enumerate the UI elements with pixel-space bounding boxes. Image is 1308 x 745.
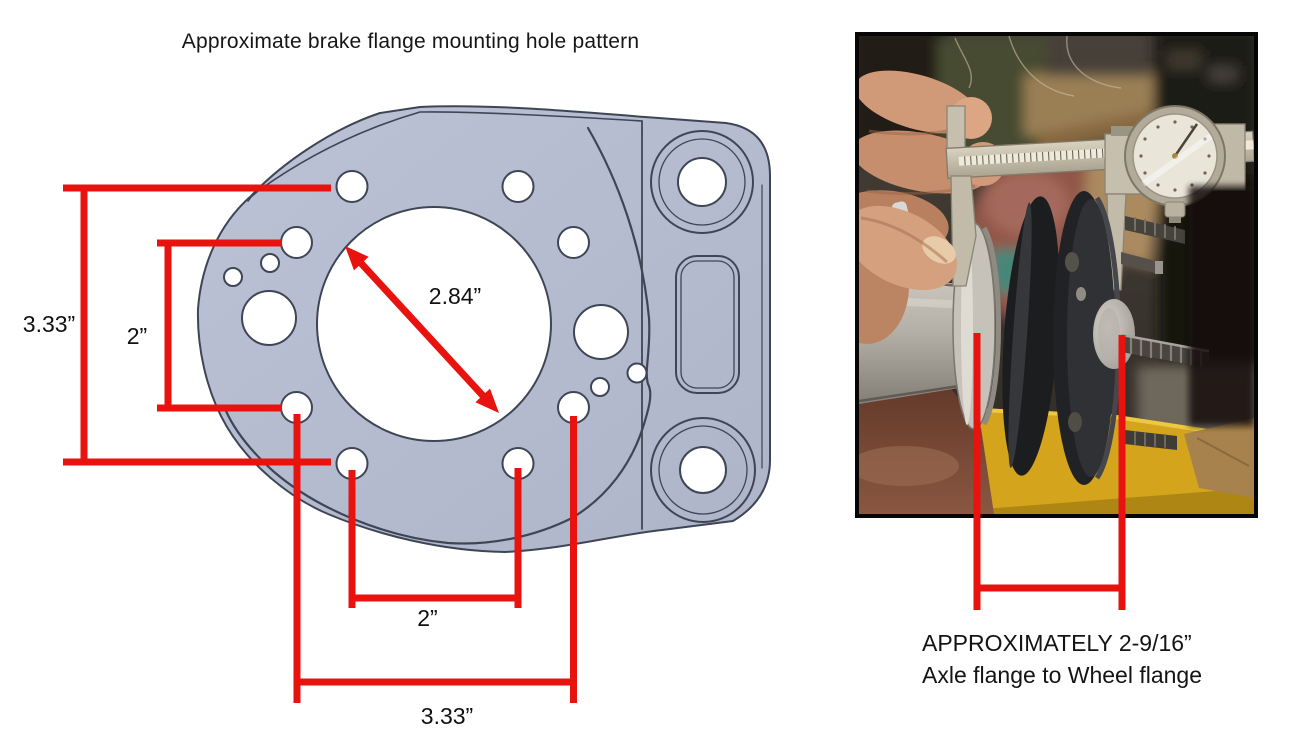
wheel-studs [1120, 216, 1210, 450]
bottom-boss-hole [679, 446, 727, 494]
wheel-stud [1121, 252, 1159, 274]
dial-indicator [1124, 105, 1226, 223]
pin-hole [626, 362, 648, 384]
photo-caption-line1: APPROXIMATELY 2-9/16” [922, 630, 1192, 656]
center-bore-hole [316, 206, 552, 442]
pin-hole [590, 377, 610, 397]
pin-hole [223, 267, 243, 287]
hub-bolt [1076, 287, 1086, 301]
dim-bottom-inner-bar [348, 594, 522, 602]
relief-hole-left [241, 290, 297, 346]
photo-illustration [859, 36, 1254, 514]
dim-left-outer-vline [80, 184, 88, 466]
tab-slot [675, 255, 740, 394]
pin-hole [260, 253, 280, 273]
dim-bottom-outer-drop-left [293, 414, 301, 703]
dim-bottom-outer-bar [293, 678, 577, 686]
slide-title: Approximate brake flange mounting hole p… [181, 30, 640, 53]
brake-flange-disc [1002, 196, 1060, 476]
top-boss-chamfer [658, 138, 746, 226]
dim-left-inner-top-bar [157, 239, 282, 247]
mounting-hole [501, 170, 535, 203]
relief-hole-right [573, 304, 629, 360]
dim-photo-drop-left [973, 333, 981, 610]
dim-label-bottom-outer: 3.33” [420, 703, 474, 729]
mounting-hole [557, 226, 590, 259]
thumbnail [922, 236, 956, 264]
hub-bolt [1065, 252, 1079, 272]
hub-bolt [1068, 412, 1082, 432]
dim-photo-bar [973, 584, 1126, 592]
wheel-hub [1053, 191, 1135, 485]
background-shadow [1189, 186, 1254, 426]
photo-caption: APPROXIMATELY 2-9/16” Axle flange to Whe… [922, 627, 1232, 691]
dim-bore-arrow-shaft [356, 258, 488, 401]
dim-label-left-outer: 3.33” [22, 311, 76, 337]
hand-thumb [859, 205, 957, 291]
dim-left-outer-top-bar [63, 184, 331, 192]
dim-left-outer-bottom-bar [63, 458, 331, 466]
cardboard [1184, 418, 1254, 498]
dim-bore-arrowhead-lower [475, 388, 499, 413]
mounting-hole-ring [280, 170, 590, 480]
plate-top-rim-line [247, 111, 643, 202]
bottom-boss-chamfer [658, 425, 748, 515]
top-boss [650, 130, 754, 234]
dim-bottom-inner-drop-left [348, 470, 356, 608]
workshop-photo [855, 32, 1258, 518]
dim-photo-drop-right [1118, 335, 1126, 610]
dim-label-center-bore: 2.84” [428, 283, 482, 309]
mounting-hole [335, 170, 369, 203]
plate-face-arc [224, 126, 652, 545]
dim-label-bottom-inner: 2” [417, 605, 438, 631]
dim-label-left-inner: 2” [126, 323, 148, 349]
dim-bottom-outer-drop-right [570, 416, 577, 703]
top-boss-hole [677, 157, 727, 207]
dim-bore-arrowhead-upper [345, 246, 369, 271]
background-wires [954, 36, 1122, 97]
photo-caption-line2: Axle flange to Wheel flange [922, 662, 1203, 688]
tab-slot-inner [680, 260, 735, 389]
bottom-boss [650, 417, 756, 523]
dim-left-inner-vline [164, 239, 172, 412]
dial-caliper [945, 105, 1254, 291]
red-dimension-graphics [63, 184, 1126, 703]
dim-bottom-inner-drop-right [514, 468, 522, 608]
dim-left-inner-bottom-bar [157, 404, 282, 412]
dial-needle [1173, 123, 1199, 157]
wheel-stud [1121, 334, 1209, 368]
